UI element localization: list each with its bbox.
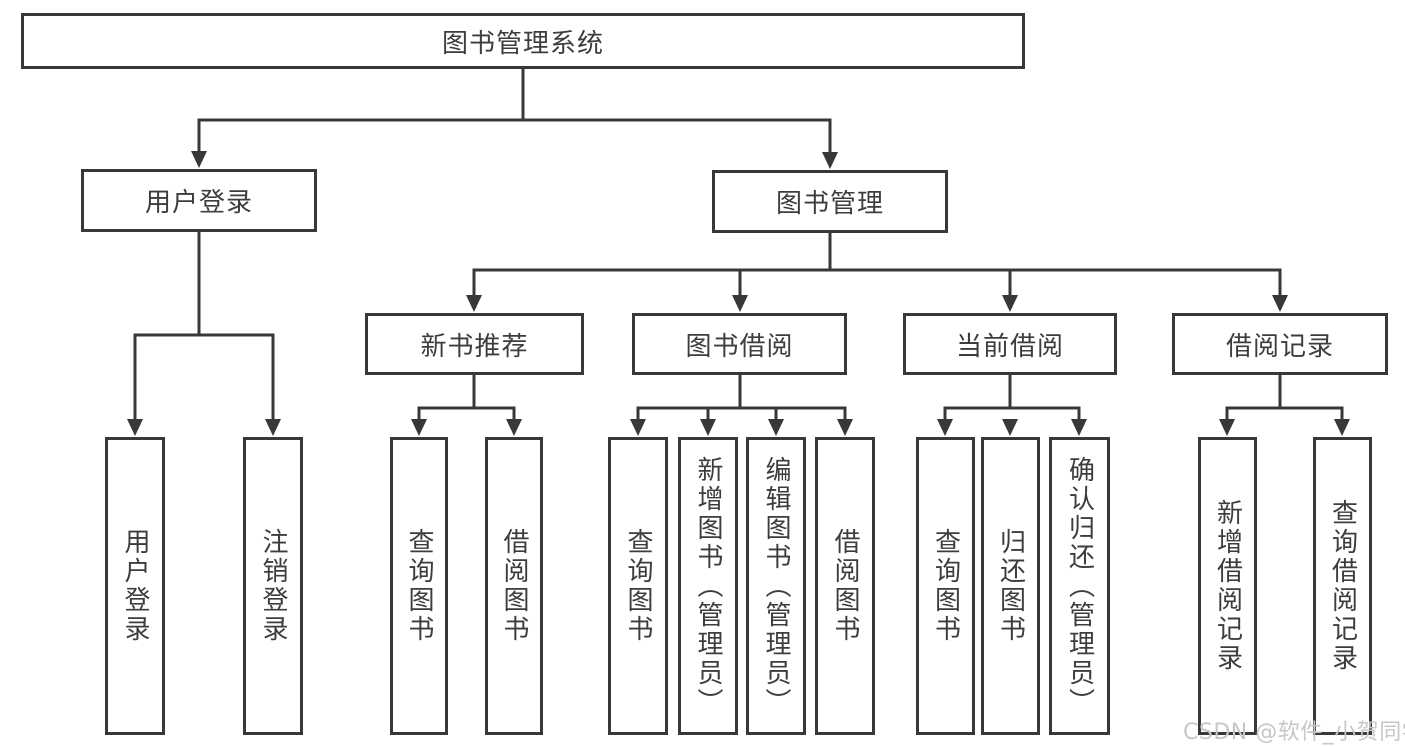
- arrowhead: [191, 151, 207, 168]
- leaf-add-books-admin: 新增图书（管理员）: [678, 437, 738, 735]
- node-book-management: 图书管理: [712, 170, 948, 233]
- leaf-borrow-books-recommend-label: 借阅图书: [499, 528, 529, 644]
- leaf-add-borrow-record: 新增借阅记录: [1198, 437, 1257, 735]
- arrowhead: [822, 152, 838, 169]
- leaf-borrow-books-borrowing: 借阅图书: [815, 437, 875, 735]
- leaf-query-books-current-label: 查询图书: [930, 528, 961, 644]
- node-current-borrowing-label: 当前借阅: [955, 331, 1064, 362]
- node-user-login-label: 用户登录: [144, 188, 253, 218]
- node-root: 图书管理系统: [21, 13, 1025, 69]
- arrowhead: [732, 295, 748, 312]
- leaf-borrow-books-borrowing-label: 借阅图书: [830, 528, 860, 644]
- leaf-borrow-books-recommend: 借阅图书: [485, 437, 543, 735]
- node-borrowing-records: 借阅记录: [1172, 313, 1388, 375]
- leaf-query-books-borrowing: 查询图书: [608, 437, 668, 735]
- leaf-user-login-label: 用户登录: [120, 528, 150, 644]
- arrowhead: [837, 419, 853, 436]
- leaf-return-books-label: 归还图书: [995, 528, 1026, 644]
- leaf-logout-label: 注销登录: [258, 528, 288, 644]
- leaf-query-books-current: 查询图书: [916, 437, 975, 735]
- arrowhead: [466, 295, 482, 312]
- leaf-confirm-return-admin-label: 确认归还（管理员）: [1064, 455, 1095, 717]
- arrowhead: [937, 419, 953, 436]
- leaf-query-books-recommend: 查询图书: [390, 437, 448, 735]
- arrowhead: [1071, 419, 1087, 436]
- node-root-label: 图书管理系统: [441, 28, 604, 59]
- arrowhead: [700, 419, 716, 436]
- leaf-edit-books-admin-label: 编辑图书（管理员）: [761, 455, 791, 717]
- arrowhead: [1272, 295, 1288, 312]
- node-user-login: 用户登录: [81, 169, 317, 232]
- arrowhead: [265, 419, 281, 436]
- arrowhead: [1334, 419, 1350, 436]
- leaf-confirm-return-admin: 确认归还（管理员）: [1049, 437, 1110, 735]
- node-new-book-recommend-label: 新书推荐: [420, 331, 529, 362]
- connector-lines: [133, 66, 1344, 423]
- arrowhead: [506, 419, 522, 436]
- arrowhead: [630, 419, 646, 436]
- arrowhead: [127, 419, 143, 436]
- arrowhead: [768, 419, 784, 436]
- arrowhead: [411, 419, 427, 436]
- leaf-user-login: 用户登录: [105, 437, 165, 735]
- node-book-borrowing: 图书借阅: [632, 313, 847, 375]
- leaf-add-borrow-record-label: 新增借阅记录: [1212, 499, 1243, 673]
- leaf-add-books-admin-label: 新增图书（管理员）: [693, 455, 723, 717]
- node-borrowing-records-label: 借阅记录: [1225, 331, 1334, 362]
- leaf-query-borrow-record-label: 查询借阅记录: [1327, 499, 1358, 673]
- leaf-edit-books-admin: 编辑图书（管理员）: [746, 437, 806, 735]
- leaf-logout: 注销登录: [243, 437, 303, 735]
- leaf-query-borrow-record: 查询借阅记录: [1313, 437, 1372, 735]
- arrowhead: [1002, 295, 1018, 312]
- leaf-query-books-recommend-label: 查询图书: [404, 528, 434, 644]
- arrowheads: [127, 151, 1350, 436]
- arrowhead: [1219, 419, 1235, 436]
- leaf-return-books: 归还图书: [981, 437, 1040, 735]
- watermark: CSDN @软件_小贺同学: [1183, 720, 1405, 745]
- arrowhead: [1002, 419, 1018, 436]
- node-book-borrowing-label: 图书借阅: [685, 331, 794, 362]
- node-book-management-label: 图书管理: [775, 189, 884, 219]
- leaf-query-books-borrowing-label: 查询图书: [623, 528, 653, 644]
- node-new-book-recommend: 新书推荐: [365, 313, 584, 375]
- node-current-borrowing: 当前借阅: [903, 313, 1117, 375]
